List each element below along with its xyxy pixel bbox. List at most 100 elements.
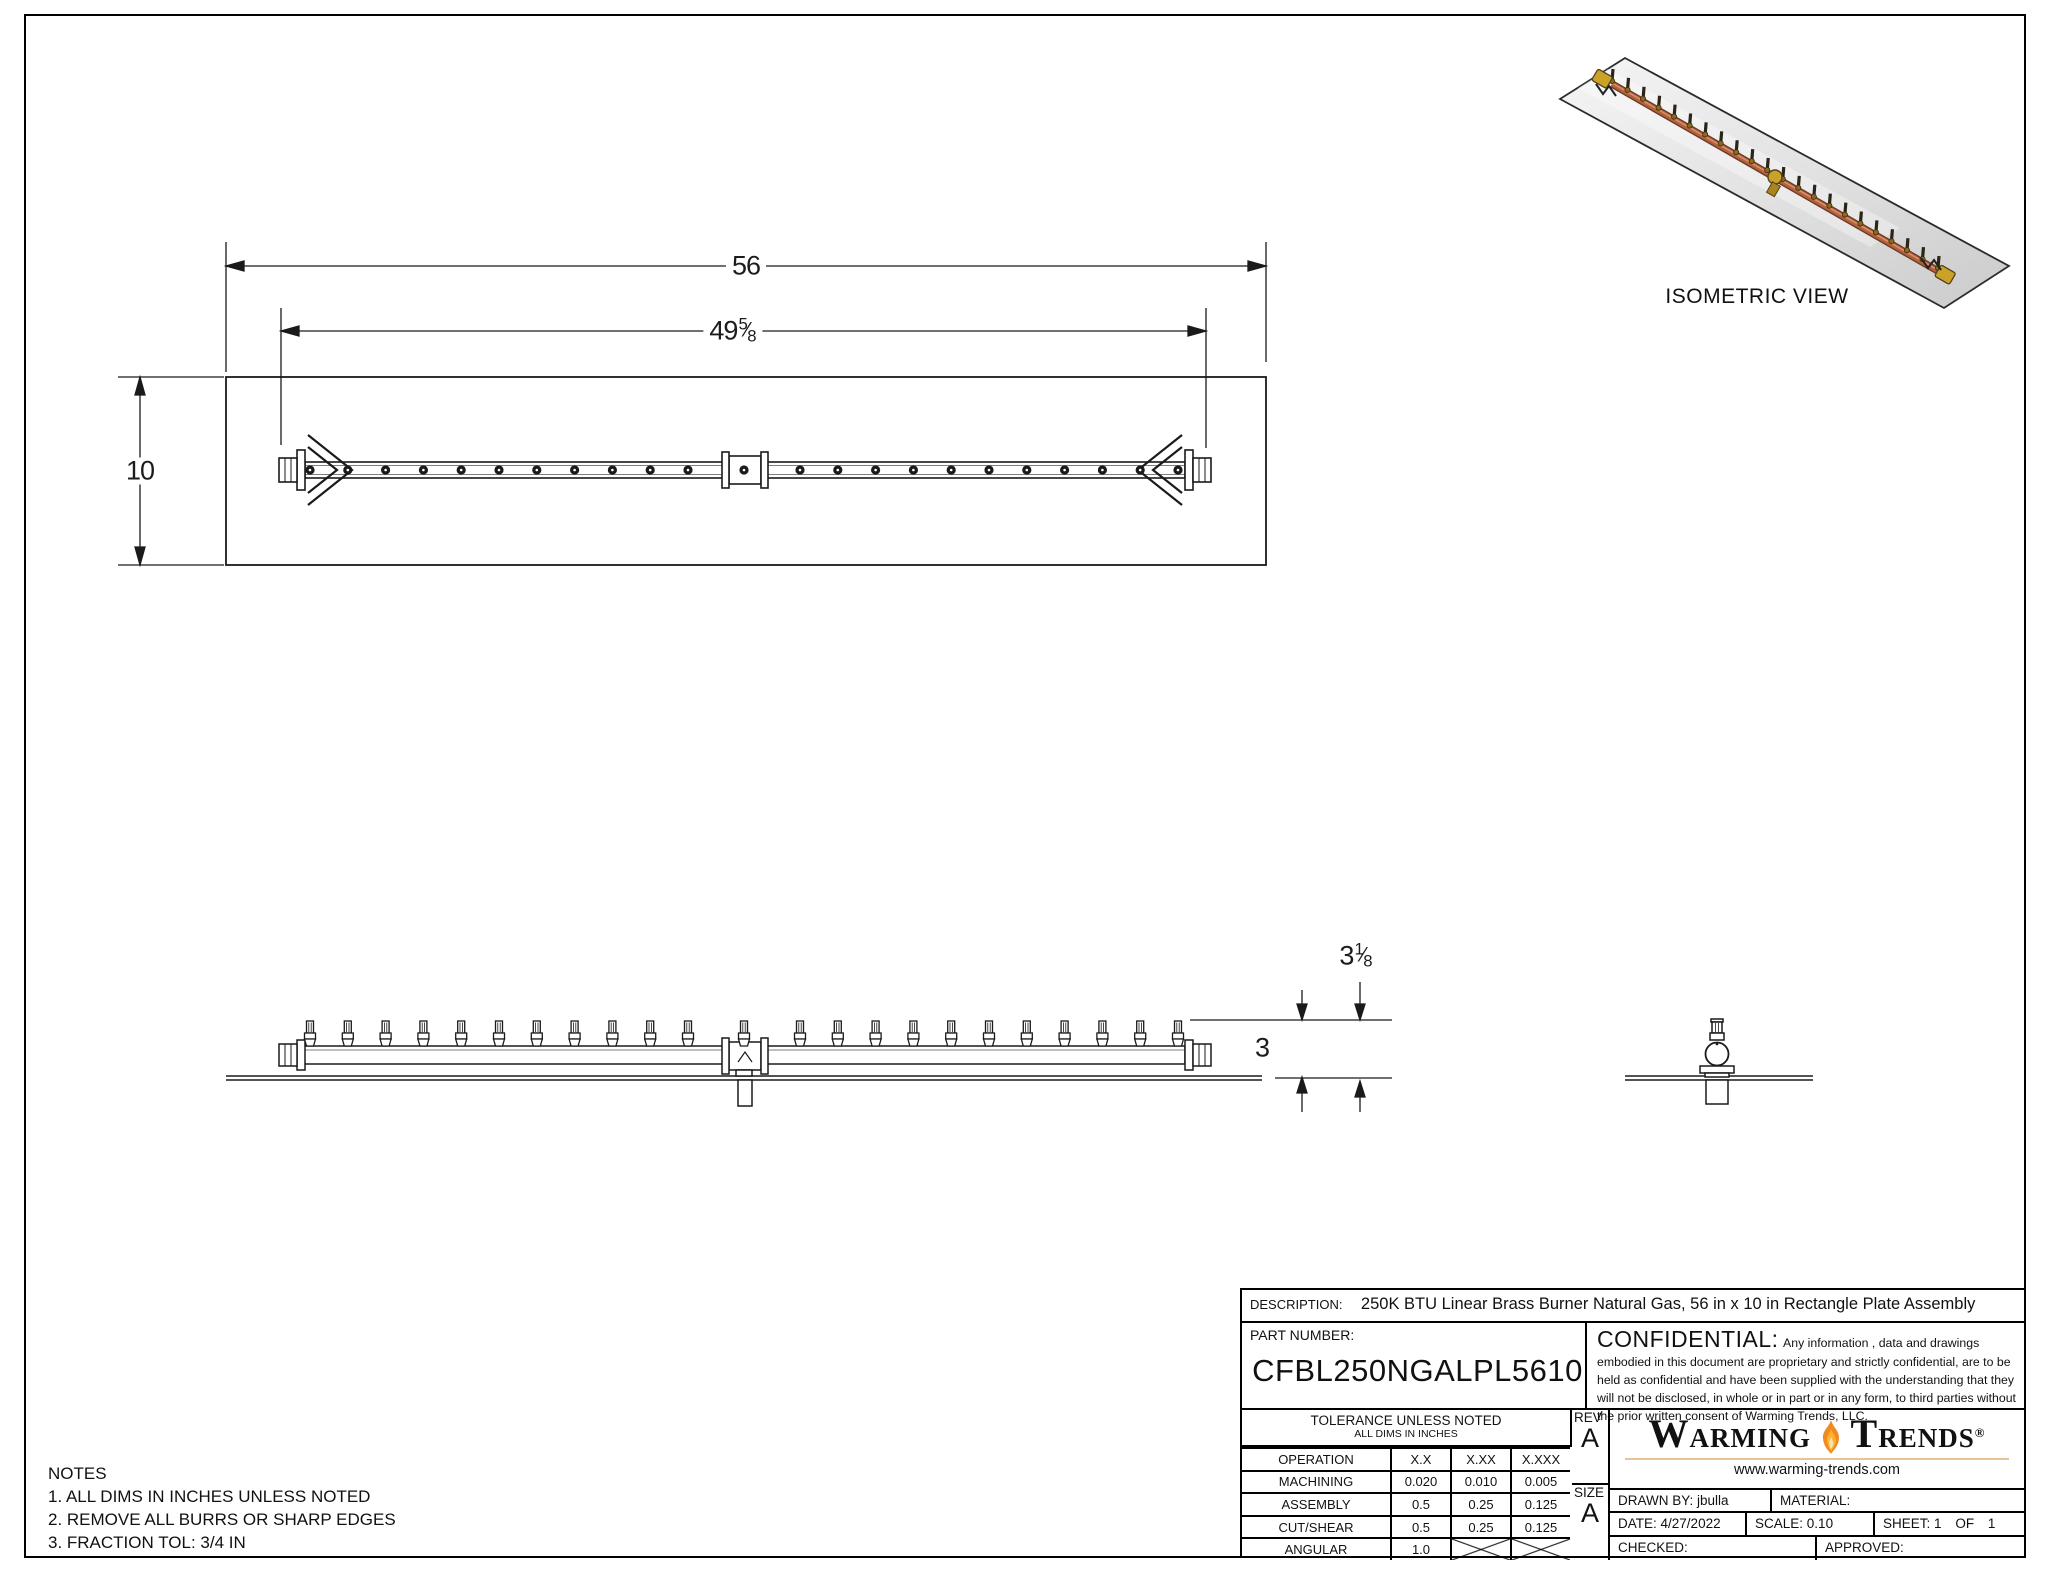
date-label: DATE:: [1618, 1516, 1657, 1531]
description-value: 250K BTU Linear Brass Burner Natural Gas…: [1360, 1295, 1976, 1313]
table-row: ANGULAR 1.0: [1242, 1537, 1570, 1560]
tol-value: 0.005: [1510, 1469, 1570, 1495]
sheet-border: [24, 14, 2026, 1558]
date-cell: DATE: 4/27/2022: [1610, 1513, 1747, 1537]
op-label: CUT/SHEAR: [1242, 1514, 1392, 1540]
tolerance-table: OPERATION X.X X.XX X.XXX MACHINING 0.020…: [1242, 1447, 1570, 1560]
tol-value: 1.0: [1390, 1537, 1452, 1560]
brand-underline: [1625, 1458, 2009, 1460]
tolerance-table-header-row: OPERATION X.X X.XX X.XXX: [1242, 1447, 1570, 1472]
dim-burner-length: 495⁄8: [703, 315, 763, 346]
tolerance-subtitle: ALL DIMS IN INCHES: [1354, 1428, 1458, 1440]
isometric-view: [1558, 56, 2011, 310]
op-label: ANGULAR: [1242, 1537, 1392, 1560]
side-dimensions: [1190, 982, 1392, 1112]
op-label: ASSEMBLY: [1242, 1492, 1392, 1517]
table-row: CUT/SHEAR 0.5 0.25 0.125: [1242, 1514, 1570, 1540]
tol-value: 0.125: [1510, 1514, 1570, 1540]
fraction-denominator: 8: [747, 326, 757, 346]
isometric-view-label: ISOMETRIC VIEW: [1665, 285, 1849, 308]
flame-icon: [1822, 1420, 1839, 1454]
col-header: X.XXX: [1510, 1447, 1570, 1472]
notes-title: NOTES: [48, 1464, 107, 1483]
col-header: OPERATION: [1242, 1447, 1392, 1472]
end-view: [1625, 1018, 1813, 1105]
dim-burner-height-value: 3: [1254, 1032, 1270, 1063]
part-number-label: PART NUMBER:: [1250, 1327, 1355, 1343]
tol-value: 0.5: [1390, 1514, 1452, 1540]
material-label: MATERIAL:: [1780, 1493, 1851, 1508]
fraction-slash: ⁄: [745, 318, 750, 342]
sheet-cell: SHEET: 1 OF 1: [1875, 1513, 2024, 1537]
confidential-text: Any information , data and drawings embo…: [1597, 1336, 2016, 1423]
note-item: 1. ALL DIMS IN INCHES UNLESS NOTED: [48, 1487, 371, 1506]
col-header: X.X: [1390, 1447, 1452, 1472]
fraction-denominator: 8: [1363, 951, 1373, 971]
tol-value: 0.020: [1390, 1469, 1452, 1495]
date-value: 4/27/2022: [1660, 1516, 1721, 1531]
dim-overall-height-whole: 3: [1339, 940, 1354, 971]
size-cell: SIZE A: [1572, 1485, 1610, 1560]
drawn-by-value: jbulla: [1697, 1493, 1729, 1508]
brand-cell: WARMING TRENDS® www.warming-trends.com: [1610, 1410, 2024, 1490]
approved-label: APPROVED:: [1825, 1540, 1904, 1555]
tol-value: 0.010: [1450, 1469, 1512, 1495]
crossed-cell: [1510, 1537, 1570, 1560]
dim-plate-depth: 10: [119, 455, 161, 486]
table-row: MACHINING 0.020 0.010 0.005: [1242, 1469, 1570, 1495]
drawn-by-cell: DRAWN BY: jbulla: [1610, 1490, 1772, 1513]
plan-dimensions: [118, 242, 1269, 568]
tol-value: 0.25: [1450, 1492, 1512, 1517]
brand-word: WARMING: [1648, 1411, 1812, 1456]
brand-word: TRENDS: [1850, 1411, 1975, 1456]
note-item: 2. REMOVE ALL BURRS OR SHARP EDGES: [48, 1510, 396, 1529]
burner-jets: [303, 1020, 1185, 1047]
iso-burner-jets: [1609, 68, 1942, 271]
confidential-label: CONFIDENTIAL:: [1597, 1326, 1779, 1352]
brand-website: www.warming-trends.com: [1734, 1462, 1900, 1478]
tol-value: 0.5: [1390, 1492, 1452, 1517]
approved-cell: APPROVED:: [1817, 1537, 2024, 1560]
op-label: MACHINING: [1242, 1469, 1392, 1495]
description-label: DESCRIPTION:: [1250, 1297, 1343, 1312]
material-cell: MATERIAL:: [1772, 1490, 2024, 1513]
brand-logo: WARMING TRENDS®: [1610, 1410, 2024, 1457]
dim-plate-width-value: 56: [731, 250, 761, 281]
fraction-numerator: 5: [738, 314, 748, 334]
description-row: DESCRIPTION: 250K BTU Linear Brass Burne…: [1242, 1290, 2024, 1323]
dim-burner-height: 3: [1248, 1032, 1276, 1063]
notes-block: NOTES 1. ALL DIMS IN INCHES UNLESS NOTED…: [48, 1462, 396, 1554]
dim-overall-height-fraction: 1⁄8: [1354, 941, 1373, 971]
sheet-number: 1: [1934, 1516, 1942, 1531]
sheet-total: 1: [1987, 1516, 1996, 1531]
part-number-cell: PART NUMBER: CFBL250NGALPL5610: [1242, 1323, 1587, 1410]
scale-label: SCALE:: [1755, 1516, 1804, 1531]
plan-view: [225, 376, 1267, 566]
tolerance-title: TOLERANCE UNLESS NOTED: [1310, 1413, 1502, 1428]
part-number-value: CFBL250NGALPL5610: [1252, 1353, 1583, 1388]
rev-label: REV: [1574, 1410, 1602, 1425]
tol-value: 0.125: [1510, 1492, 1570, 1517]
rev-cell: REV A: [1572, 1410, 1610, 1485]
fraction-numerator: 1: [1354, 939, 1364, 959]
tol-value: 0.25: [1450, 1514, 1512, 1540]
fraction-slash: ⁄: [1361, 943, 1366, 967]
dim-burner-length-fraction: 5⁄8: [738, 316, 757, 346]
dim-plate-depth-value: 10: [125, 455, 155, 486]
rev-value: A: [1580, 1423, 1599, 1453]
side-view: [226, 1020, 1262, 1107]
tolerance-header: TOLERANCE UNLESS NOTED ALL DIMS IN INCHE…: [1242, 1410, 1572, 1447]
dim-burner-length-whole: 49: [709, 315, 738, 346]
dim-plate-width: 56: [725, 250, 767, 281]
registered-mark: ®: [1974, 1425, 1986, 1440]
table-row: ASSEMBLY 0.5 0.25 0.125: [1242, 1492, 1570, 1517]
checked-cell: CHECKED:: [1610, 1537, 1817, 1560]
title-block: DESCRIPTION: 250K BTU Linear Brass Burne…: [1240, 1288, 2026, 1560]
of-label: OF: [1955, 1516, 1975, 1531]
crossed-cell: [1450, 1537, 1512, 1560]
note-item: 3. FRACTION TOL: 3/4 IN: [48, 1533, 246, 1552]
drawn-by-label: DRAWN BY:: [1618, 1493, 1694, 1508]
size-value: A: [1580, 1498, 1599, 1528]
